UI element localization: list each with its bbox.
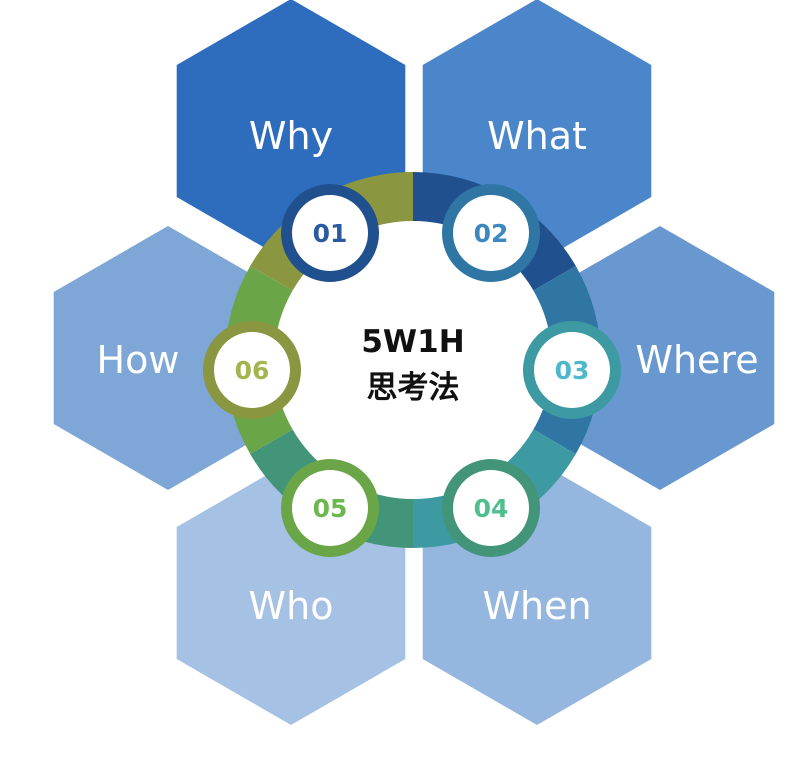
number-text-04: 04 [474,494,509,523]
center-title-line1: 5W1H [361,324,464,360]
number-badge-05: 05 [281,459,379,557]
center-circle [274,221,552,499]
number-badge-03: 03 [523,321,621,419]
hexagon-label-when: When [482,584,591,628]
number-text-01: 01 [313,219,348,248]
number-badges: 01 02 03 04 05 06 [203,184,621,557]
hexagon-label-how: How [97,338,180,382]
hexagon-label-what: What [487,114,587,158]
number-badge-04: 04 [442,459,540,557]
center-title-line2: 思考法 [367,370,460,406]
number-badge-01: 01 [281,184,379,282]
hexagon-how [53,226,283,490]
number-text-03: 03 [555,356,590,385]
number-text-06: 06 [235,356,270,385]
number-badge-02: 02 [442,184,540,282]
hexagon-label-why: Why [249,114,333,158]
hexagon-where [545,226,775,490]
number-badge-06: 06 [203,321,301,419]
hexagon-label-where: Where [635,338,758,382]
number-text-05: 05 [313,494,348,523]
number-text-02: 02 [474,219,509,248]
hexagon-label-who: Who [249,584,334,628]
